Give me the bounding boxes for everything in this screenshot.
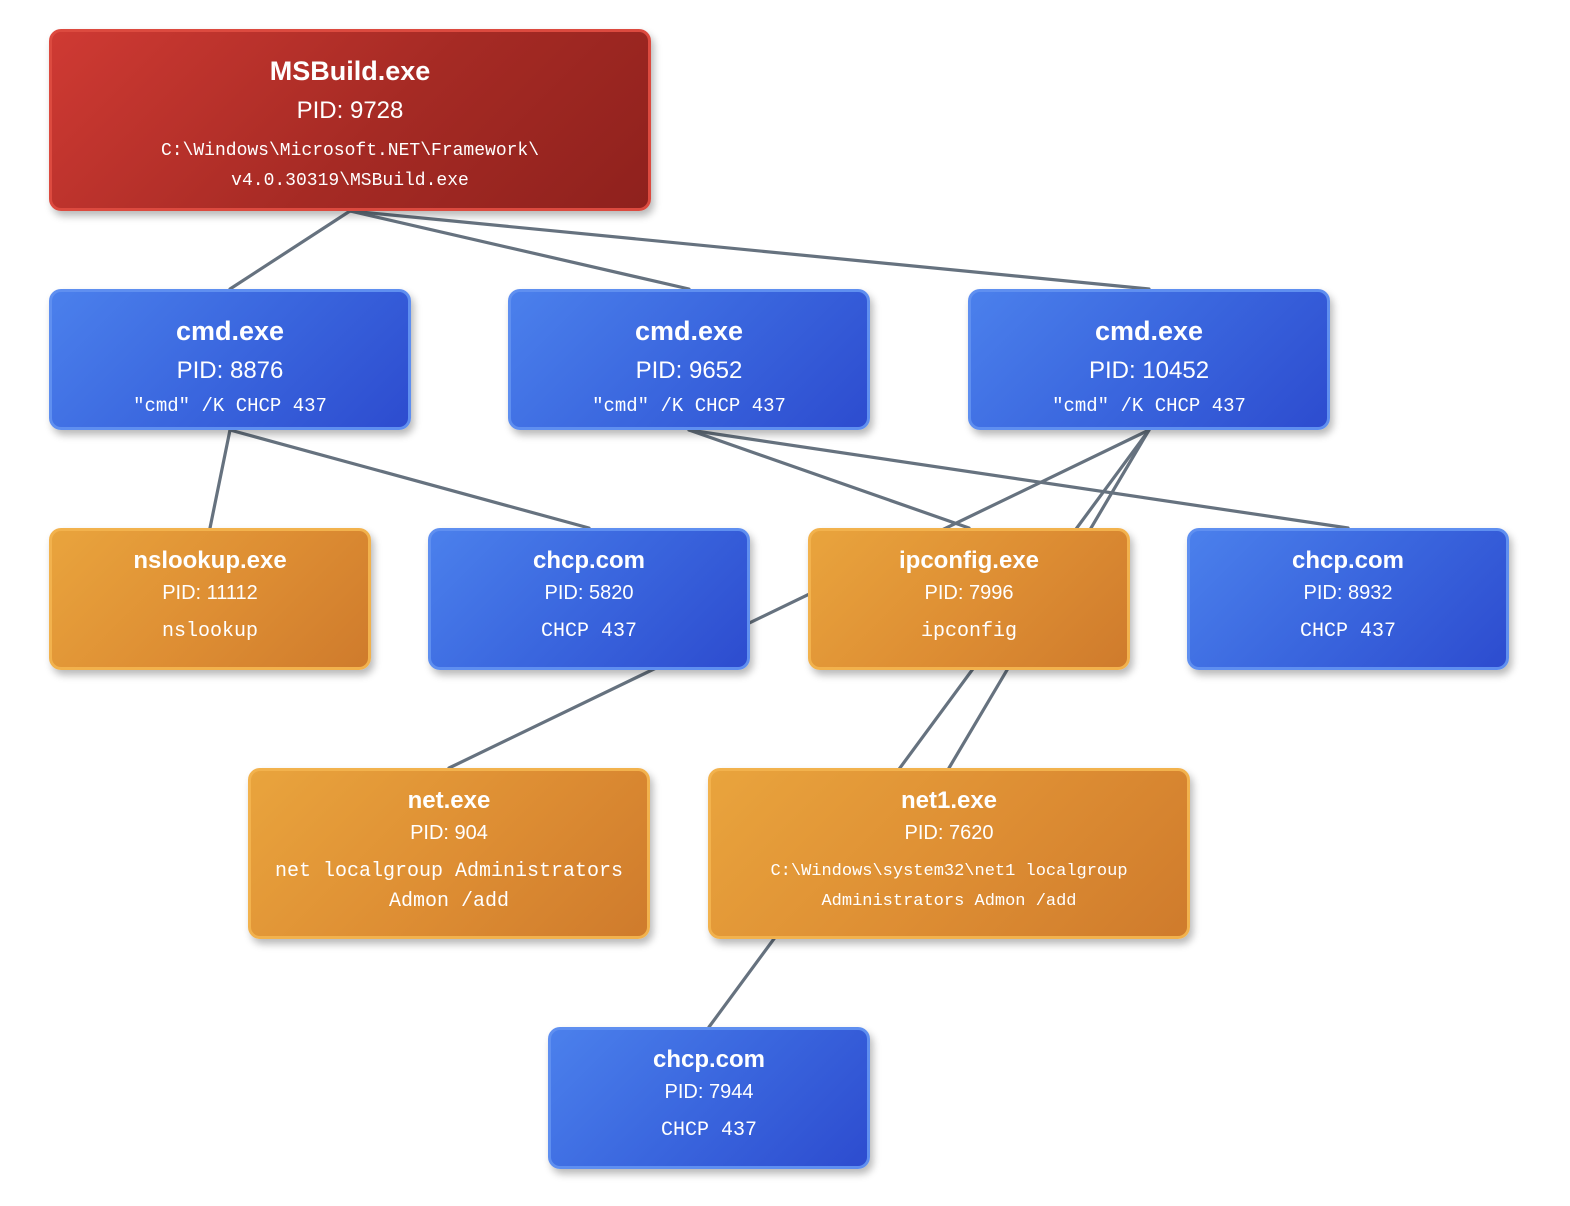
- process-pid: PID: 10452: [1088, 357, 1210, 384]
- process-node-cmd-8876[interactable]: cmd.exe PID: 8876 "cmd" /K CHCP 437: [49, 289, 411, 430]
- edge-cmd_8876-to-chcp_5820: [228, 428, 591, 530]
- process-command-line: "cmd" /K CHCP 437: [1052, 395, 1246, 417]
- process-node-chcp-7944[interactable]: chcp.com PID: 7944 CHCP 437: [548, 1027, 870, 1169]
- process-node-net1-7620[interactable]: net1.exe PID: 7620 C:\Windows\system32\n…: [708, 768, 1190, 939]
- process-name: chcp.com: [1291, 547, 1405, 574]
- process-command-line: CHCP 437: [660, 1119, 757, 1142]
- edge-msbuild-to-cmd_9652: [348, 209, 691, 291]
- edge-msbuild-to-cmd_10452: [348, 209, 1151, 291]
- process-node-ipconfig-7996[interactable]: ipconfig.exe PID: 7996 ipconfig: [808, 528, 1130, 670]
- process-name: cmd.exe: [1094, 316, 1204, 346]
- process-command-line: ipconfig: [920, 620, 1017, 643]
- edge-cmd_9652-to-ipconfig_7996: [687, 428, 971, 530]
- process-node-msbuild[interactable]: MSBuild.exe PID: 9728 C:\Windows\Microso…: [49, 29, 651, 211]
- process-name: chcp.com: [652, 1046, 766, 1073]
- process-pid: PID: 9728: [296, 97, 404, 124]
- process-pid: PID: 8876: [176, 357, 284, 384]
- process-command-line: nslookup: [161, 620, 258, 643]
- process-pid: PID: 7620: [904, 822, 994, 844]
- edge-cmd_8876-to-nslookup_11112: [208, 428, 232, 530]
- process-pid: PID: 7944: [664, 1081, 754, 1103]
- process-node-chcp-8932[interactable]: chcp.com PID: 8932 CHCP 437: [1187, 528, 1509, 670]
- process-pid: PID: 8932: [1303, 582, 1393, 604]
- process-name: ipconfig.exe: [898, 547, 1040, 574]
- process-command-line: net localgroup Administrators Admon /add: [274, 860, 624, 913]
- process-pid: PID: 5820: [544, 582, 634, 604]
- process-command-line: CHCP 437: [540, 620, 637, 643]
- edge-cmd_9652-to-chcp_8932: [687, 428, 1350, 530]
- process-pid: PID: 11112: [162, 582, 258, 604]
- process-name: nslookup.exe: [133, 547, 287, 574]
- process-node-cmd-9652[interactable]: cmd.exe PID: 9652 "cmd" /K CHCP 437: [508, 289, 870, 430]
- process-pid: PID: 904: [410, 822, 488, 844]
- process-command-line: "cmd" /K CHCP 437: [592, 395, 786, 417]
- process-name: chcp.com: [532, 547, 646, 574]
- process-name: MSBuild.exe: [269, 56, 431, 86]
- process-node-cmd-10452[interactable]: cmd.exe PID: 10452 "cmd" /K CHCP 437: [968, 289, 1330, 430]
- process-command-line: C:\Windows\system32\net1 localgroup Admi…: [770, 862, 1128, 911]
- edge-msbuild-to-cmd_8876: [228, 209, 352, 291]
- process-name: net1.exe: [900, 787, 998, 814]
- process-command-line: "cmd" /K CHCP 437: [133, 395, 327, 417]
- process-name: cmd.exe: [634, 316, 744, 346]
- process-node-net-904[interactable]: net.exe PID: 904 net localgroup Administ…: [248, 768, 650, 939]
- process-name: cmd.exe: [175, 316, 285, 346]
- process-command-line: C:\Windows\Microsoft.NET\Framework\ v4.0…: [160, 141, 540, 191]
- process-pid: PID: 7996: [924, 582, 1014, 604]
- process-pid: PID: 9652: [635, 357, 743, 384]
- process-name: net.exe: [407, 787, 491, 814]
- process-node-nslookup-11112[interactable]: nslookup.exe PID: 11112 nslookup: [49, 528, 371, 670]
- process-node-chcp-5820[interactable]: chcp.com PID: 5820 CHCP 437: [428, 528, 750, 670]
- process-command-line: CHCP 437: [1299, 620, 1396, 643]
